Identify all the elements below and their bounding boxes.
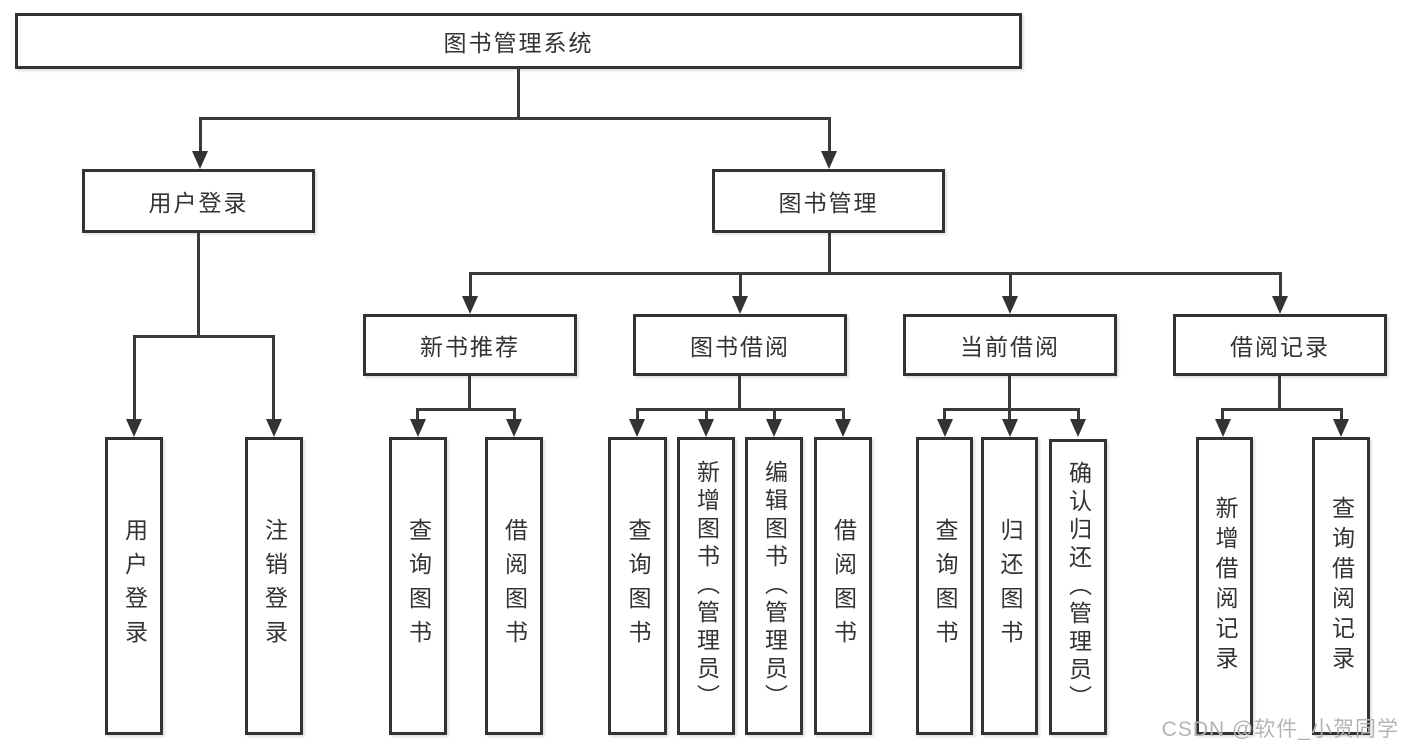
connector-drop-edit-book (773, 408, 776, 421)
arrow-query-books-3 (937, 419, 953, 437)
connector-book-borrowing-rail (636, 408, 844, 411)
leaf-return-books-label: 归还图书 (997, 518, 1023, 654)
connector-drop-new-book (469, 272, 472, 298)
leaf-user-login: 用户登录 (105, 437, 163, 735)
leaf-confirm-return-admin-label: 确认归还（管理员） (1065, 461, 1092, 713)
leaf-query-borrow-record: 查询借阅记录 (1312, 437, 1370, 735)
arrow-current-borrowing (1002, 296, 1018, 314)
leaf-query-books-2-label: 查询图书 (625, 518, 651, 654)
arrow-book-borrowing (732, 296, 748, 314)
arrow-borrowing-records (1272, 296, 1288, 314)
arrow-return-books (1002, 419, 1018, 437)
connector-borrowing-records-rail (1221, 408, 1343, 411)
arrow-leaf-user-login (126, 419, 142, 437)
arrow-query-record (1333, 419, 1349, 437)
connector-drop-borrow-books-1 (513, 408, 516, 421)
node-book-borrowing-label: 图书借阅 (690, 334, 790, 360)
node-library-system-label: 图书管理系统 (443, 30, 594, 56)
leaf-borrow-books-1: 借阅图书 (485, 437, 543, 735)
arrow-book-management (821, 151, 837, 169)
arrow-borrow-books-2 (835, 419, 851, 437)
connector-drop-leaf-user-login (133, 335, 136, 421)
connector-drop-book-management (828, 117, 831, 153)
node-new-book-recommendation-label: 新书推荐 (420, 334, 520, 360)
arrow-edit-book (766, 419, 782, 437)
connector-new-book-stem (468, 376, 471, 410)
node-user-login-label: 用户登录 (148, 190, 249, 216)
watermark-text: CSDN @软件_小贺同学 (1161, 718, 1399, 741)
arrow-leaf-logout (266, 419, 282, 437)
arrow-new-book (462, 296, 478, 314)
leaf-add-borrow-record: 新增借阅记录 (1196, 437, 1253, 735)
leaf-edit-book-admin-label: 编辑图书（管理员） (761, 460, 788, 712)
connector-current-borrowing-stem (1008, 376, 1011, 410)
leaf-return-books: 归还图书 (981, 437, 1038, 735)
arrow-add-record (1215, 419, 1231, 437)
connector-drop-book-borrowing (739, 272, 742, 298)
connector-drop-add-book (705, 408, 708, 421)
node-user-login: 用户登录 (82, 169, 315, 233)
leaf-logout: 注销登录 (245, 437, 303, 735)
arrow-user-login (192, 151, 208, 169)
connector-book-management-stem (828, 233, 831, 274)
arrow-borrow-books-1 (506, 419, 522, 437)
connector-drop-query-books-3 (943, 408, 946, 421)
leaf-borrow-books-2-label: 借阅图书 (830, 518, 857, 654)
connector-borrowing-records-stem (1278, 376, 1281, 410)
node-library-system: 图书管理系统 (15, 13, 1022, 69)
arrow-query-books-2 (629, 419, 645, 437)
connector-drop-confirm-return (1077, 408, 1080, 421)
connector-new-book-rail (416, 408, 516, 411)
leaf-logout-label: 注销登录 (261, 518, 288, 654)
node-new-book-recommendation: 新书推荐 (363, 314, 577, 376)
connector-drop-user-login (199, 117, 202, 153)
node-borrowing-records: 借阅记录 (1173, 314, 1387, 376)
connector-drop-query-books-1 (416, 408, 419, 421)
connector-current-borrowing-rail (943, 408, 1080, 411)
node-book-management: 图书管理 (712, 169, 945, 233)
leaf-add-book-admin-label: 新增图书（管理员） (693, 460, 720, 712)
leaf-query-borrow-record-label: 查询借阅记录 (1328, 496, 1355, 676)
leaf-query-books-1: 查询图书 (389, 437, 447, 735)
connector-drop-add-record (1221, 408, 1224, 421)
node-book-borrowing: 图书借阅 (633, 314, 847, 376)
connector-drop-leaf-logout (272, 335, 275, 421)
arrow-query-books-1 (410, 419, 426, 437)
connector-drop-current-borrowing (1009, 272, 1012, 298)
arrow-add-book (698, 419, 714, 437)
arrow-confirm-return (1070, 419, 1086, 437)
leaf-query-books-3-label: 查询图书 (932, 518, 958, 654)
connector-level3-rail (469, 272, 1282, 275)
node-book-management-label: 图书管理 (778, 190, 879, 216)
connector-drop-query-record (1340, 408, 1343, 421)
leaf-confirm-return-admin: 确认归还（管理员） (1049, 439, 1107, 735)
leaf-add-book-admin: 新增图书（管理员） (677, 437, 735, 735)
leaf-borrow-books-1-label: 借阅图书 (501, 518, 528, 654)
connector-root-stem (517, 68, 520, 118)
connector-drop-query-books-2 (636, 408, 639, 421)
leaf-query-books-3: 查询图书 (916, 437, 973, 735)
leaf-user-login-label: 用户登录 (121, 518, 148, 654)
connector-user-login-stem (197, 233, 200, 336)
connector-book-borrowing-stem (738, 376, 741, 410)
node-current-borrowing-label: 当前借阅 (960, 334, 1060, 360)
connector-drop-borrow-books-2 (842, 408, 845, 421)
leaf-query-books-2: 查询图书 (608, 437, 667, 735)
connector-drop-borrowing-records (1279, 272, 1282, 298)
connector-root-rail (199, 117, 831, 120)
connector-user-login-rail (133, 335, 275, 338)
node-borrowing-records-label: 借阅记录 (1230, 334, 1330, 360)
leaf-borrow-books-2: 借阅图书 (814, 437, 872, 735)
connector-drop-return-books (1008, 408, 1011, 421)
leaf-add-borrow-record-label: 新增借阅记录 (1212, 496, 1238, 676)
node-current-borrowing: 当前借阅 (903, 314, 1117, 376)
leaf-edit-book-admin: 编辑图书（管理员） (745, 437, 803, 735)
leaf-query-books-1-label: 查询图书 (405, 518, 432, 654)
